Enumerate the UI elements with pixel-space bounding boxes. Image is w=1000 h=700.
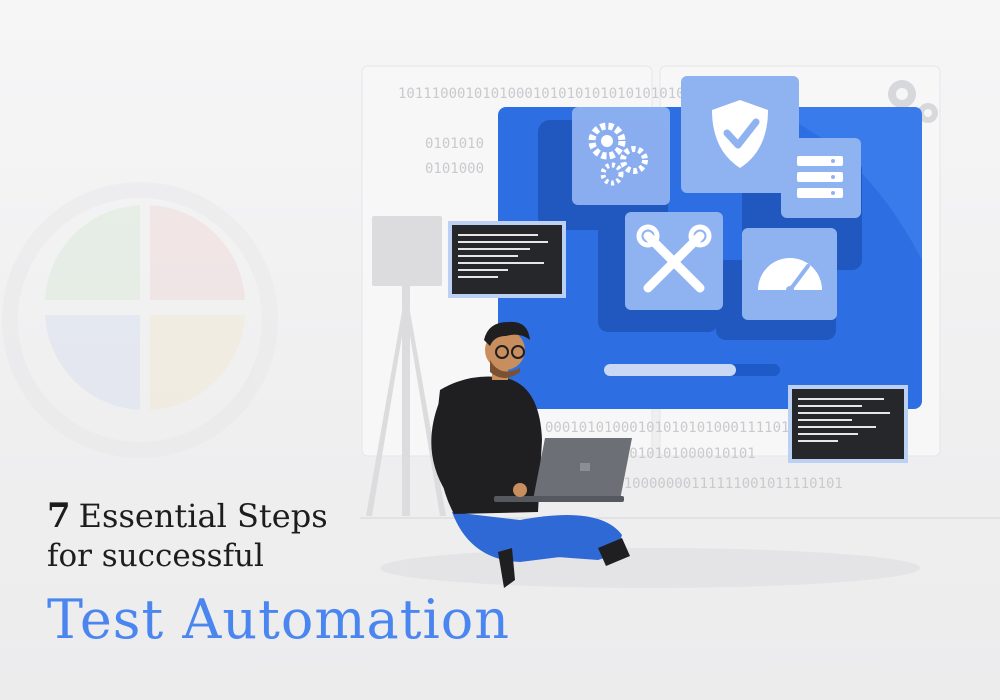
tools-icon <box>625 212 723 310</box>
speedometer-icon <box>742 228 837 320</box>
step-count: 7 <box>47 496 71 536</box>
headline-highlight: Test Automation <box>47 588 511 651</box>
code-window-icon <box>788 385 908 463</box>
progress-fill <box>604 364 736 376</box>
binary-text: 00010101000101010101000111101010000100 <box>545 420 865 436</box>
logo-watermark <box>2 182 278 458</box>
gears-icon <box>888 80 938 123</box>
headline-line-2: for successful <box>47 538 264 574</box>
person-with-laptop <box>431 321 632 588</box>
headline-text-1: Essential Steps <box>78 497 328 535</box>
code-window-icon <box>448 221 566 298</box>
binary-text: 101110001010100010101010101010101010101 <box>398 86 727 102</box>
gears-icon <box>572 107 670 205</box>
shield-check-icon <box>681 76 799 193</box>
binary-text: 101010000000111111001011110101 <box>590 476 843 492</box>
binary-text: 0101000 <box>425 161 484 177</box>
server-icon <box>781 138 861 218</box>
binary-text: 0101010 <box>425 136 484 152</box>
